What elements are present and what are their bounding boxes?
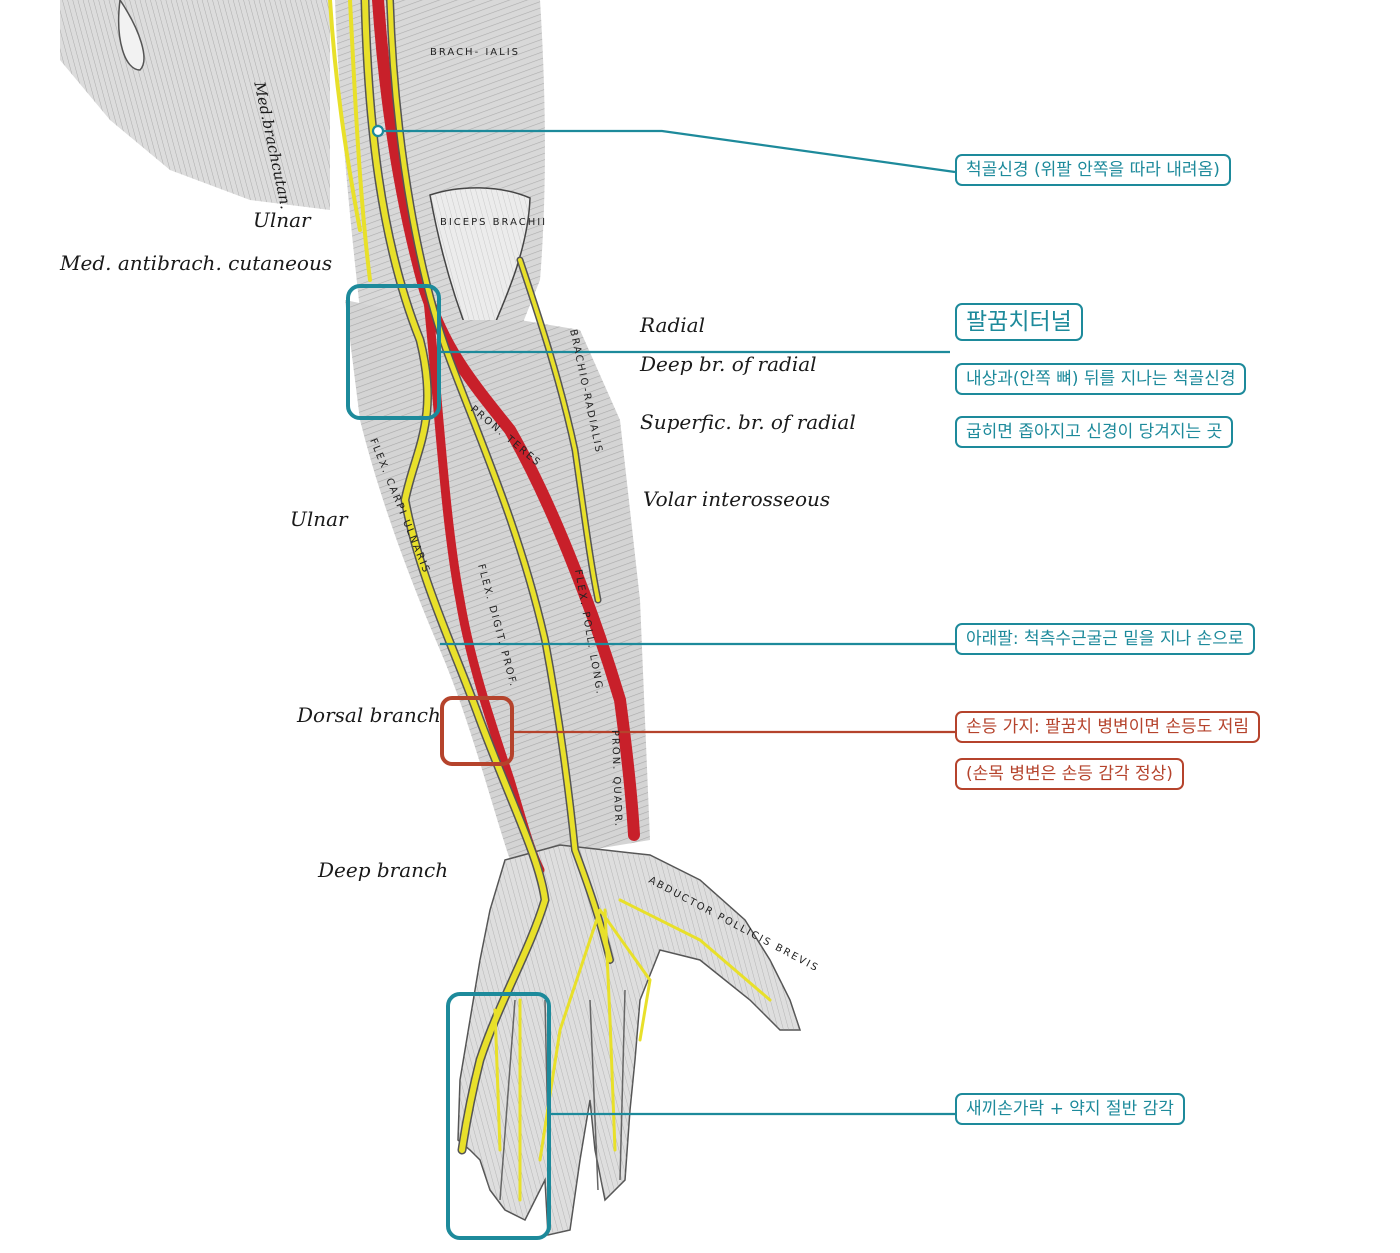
- callout-cubital-desc-1: 내상과(안쪽 뼈) 뒤를 지나는 척골신경: [955, 363, 1247, 395]
- dorsal-branch-box: [440, 696, 514, 766]
- callout-cubital-tunnel-title: 팔꿈치터널: [955, 303, 1083, 341]
- label-superfic-br-radial: Superfic. br. of radial: [640, 410, 856, 434]
- callout-fingers: 새끼손가락 + 약지 절반 감각: [955, 1093, 1185, 1125]
- label-dorsal-branch: Dorsal branch: [297, 703, 441, 727]
- callout-dorsal-2: (손목 병변은 손등 감각 정상): [955, 758, 1184, 790]
- muscle-label-pron-quadr: PRON. QUADR.: [609, 730, 623, 829]
- forearm: [345, 300, 650, 870]
- nerves: [328, 0, 772, 1202]
- connector-lines: [371, 124, 956, 1116]
- pectoral-region: [60, 0, 330, 210]
- label-deep-branch: Deep branch: [318, 858, 449, 882]
- callout-dorsal-1: 손등 가지: 팔꿈치 병변이면 손등도 저림: [955, 711, 1260, 743]
- muscle-label-biceps: BICEPS BRACHII: [440, 217, 547, 228]
- cubital-tunnel-box: [346, 284, 441, 420]
- callout-cubital-desc-2: 굽히면 좁아지고 신경이 당겨지는 곳: [955, 416, 1234, 448]
- fingers-box: [446, 992, 551, 1240]
- label-volar-interosseous: Volar interosseous: [643, 487, 831, 511]
- callout-forearm: 아래팔: 척측수근굴근 밑을 지나 손으로: [955, 623, 1255, 655]
- label-radial: Radial: [640, 313, 705, 337]
- label-med-antibrach-cutaneous: Med. antibrach. cutaneous: [60, 251, 333, 275]
- label-ulnar-top: Ulnar: [253, 208, 311, 232]
- label-ulnar-mid: Ulnar: [290, 507, 348, 531]
- label-deep-br-radial: Deep br. of radial: [640, 352, 817, 376]
- muscle-label-brachialis: BRACH- IALIS: [430, 47, 520, 58]
- callout-ulnar-nerve: 척골신경 (위팔 안쪽을 따라 내려옴): [955, 154, 1231, 186]
